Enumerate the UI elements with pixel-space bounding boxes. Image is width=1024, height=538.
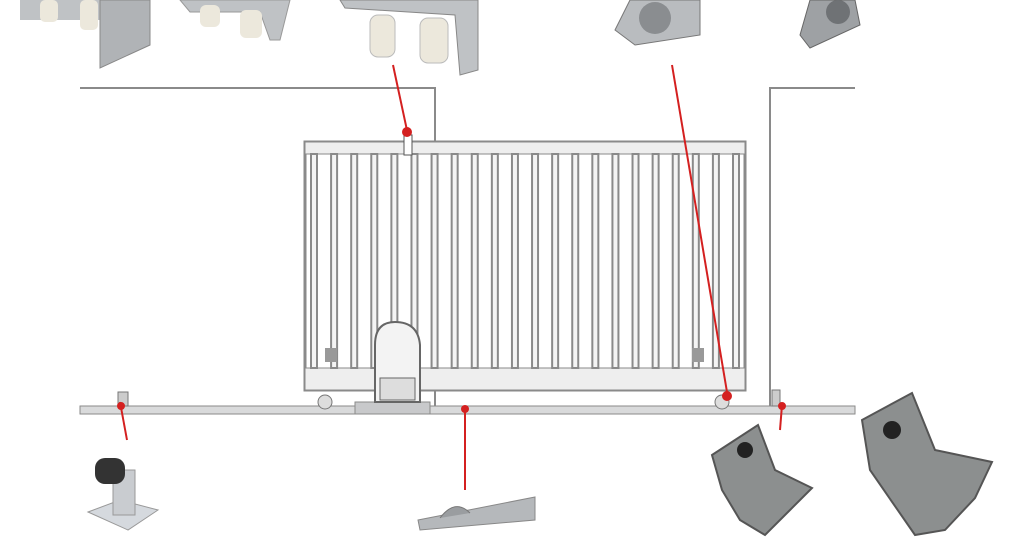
gate-bar [671, 153, 680, 369]
right-stopper [771, 389, 781, 407]
pointer-arrows [117, 64, 786, 490]
gate-bar [651, 153, 660, 369]
gate-bar [591, 153, 600, 369]
gate-bracket-left [325, 348, 337, 362]
guide-post [403, 134, 413, 156]
gate-bar [430, 153, 439, 369]
gate-bar [551, 153, 560, 369]
gate-bracket-right [692, 348, 704, 362]
gate-bar [350, 153, 359, 369]
catch-bracket-1 [710, 423, 814, 537]
wheel-part-2 [799, 0, 861, 49]
catch-bracket-2 [860, 391, 994, 537]
top-guide-roller-3 [339, 0, 479, 76]
arrow-top-guide [392, 64, 409, 136]
gate-motor [374, 320, 421, 403]
gate-bar [631, 153, 640, 369]
gate-bar [691, 153, 700, 369]
gate-bar [450, 153, 459, 369]
top-guide-roller-2 [179, 0, 291, 41]
gate-bar [732, 153, 740, 369]
end-stopper-part [86, 458, 160, 531]
gate-bar [470, 153, 479, 369]
wheel-part-1 [614, 0, 701, 46]
right-post [769, 87, 855, 410]
gate-bar [611, 153, 620, 369]
gate-bar [490, 153, 499, 369]
arrow-gate-wheel [671, 64, 729, 399]
gate-bar [711, 153, 720, 369]
gate-bar [571, 153, 580, 369]
top-guide-roller-1 [20, 0, 151, 69]
gate-bar [310, 153, 318, 369]
bottom-rail [304, 367, 746, 391]
top-rail [304, 141, 746, 155]
gate-wheel-left [317, 394, 333, 410]
gate-bar [531, 153, 540, 369]
ground-rail-part [417, 496, 536, 531]
gate-bar [330, 153, 339, 369]
hardware-parts [20, 0, 994, 537]
gate [303, 140, 747, 410]
gate-bar [510, 153, 519, 369]
